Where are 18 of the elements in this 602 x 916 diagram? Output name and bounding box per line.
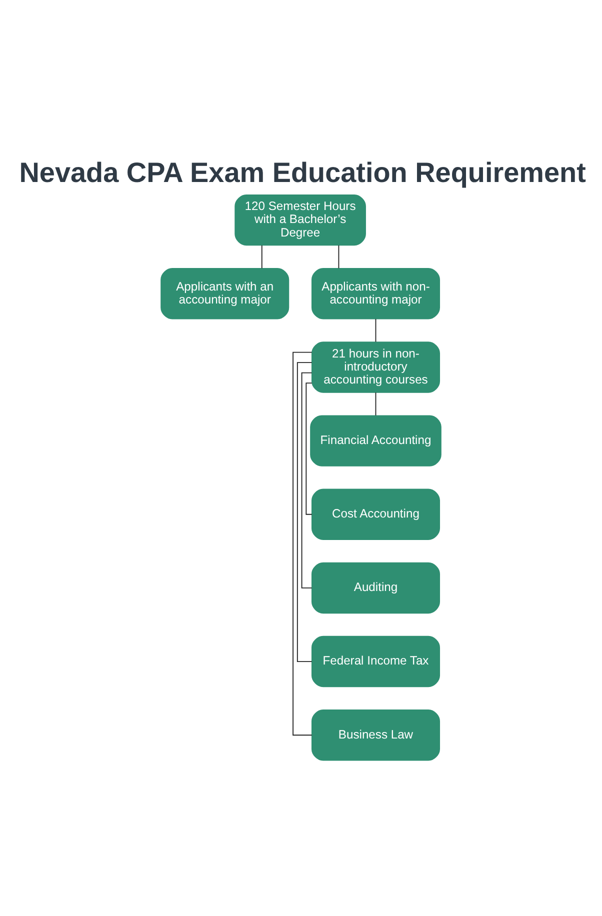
- node-box: Federal Income Tax: [311, 635, 440, 687]
- node-box: Auditing: [311, 562, 440, 614]
- node-box: Applicants with an accounting major: [160, 268, 290, 319]
- node-box: 120 Semester Hours with a Bachelor’s Degree: [234, 194, 366, 246]
- node-box: Financial Accounting: [310, 414, 442, 466]
- connector: [296, 362, 312, 662]
- connector: [301, 372, 312, 588]
- connector: [261, 244, 262, 268]
- connector: [375, 392, 376, 416]
- node-box: Business Law: [311, 709, 440, 760]
- connector: [306, 382, 312, 514]
- node-box: Applicants with non-accounting major: [311, 268, 440, 319]
- node-box: Cost Accounting: [311, 488, 440, 540]
- diagram-title: Nevada CPA Exam Education Requirement: [19, 156, 586, 188]
- node-box: 21 hours in non-introductory accounting courses: [311, 341, 440, 392]
- connector: [338, 244, 340, 268]
- connector: [375, 318, 376, 342]
- connector: [292, 351, 312, 736]
